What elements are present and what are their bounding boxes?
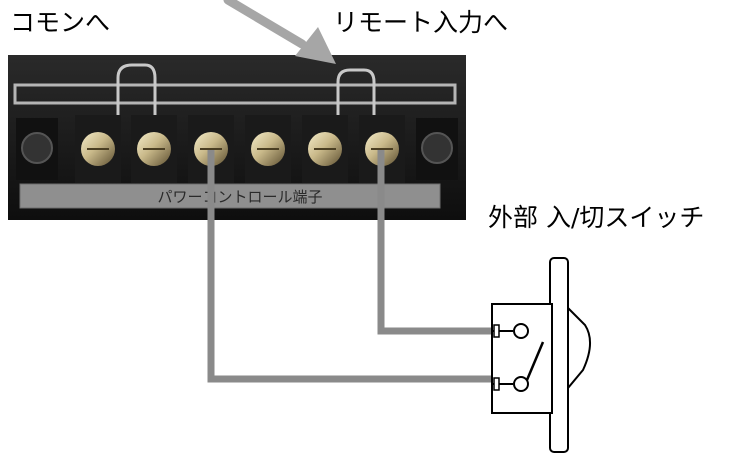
switch-contact-lower <box>513 376 529 392</box>
terminal-screw <box>75 115 121 183</box>
label-external-switch: 外部 入/切スイッチ <box>488 203 705 232</box>
switch-contact-upper <box>513 323 529 339</box>
rocker-switch-icon <box>491 257 591 453</box>
wire-common <box>207 150 494 383</box>
terminal-screw <box>302 115 348 183</box>
label-common: コモンへ <box>10 8 111 37</box>
terminal-block: パワーコントロール端子 <box>8 55 466 220</box>
wires <box>207 150 494 383</box>
terminal-screws <box>16 115 458 183</box>
terminal-nameplate-text: パワーコントロール端子 <box>157 188 322 206</box>
terminal-screw <box>359 115 405 183</box>
pointer-arrow-icon <box>223 0 336 64</box>
wire-remote-input <box>377 150 494 335</box>
label-remote-input: リモート入力へ <box>333 8 509 37</box>
terminal-nameplate <box>19 183 441 209</box>
switch-body <box>491 303 553 414</box>
switch-rocker <box>567 305 591 391</box>
terminal-screw <box>131 115 177 183</box>
terminal-screw <box>16 118 58 180</box>
jumper-wire <box>116 63 157 145</box>
remote-jumper-wire <box>336 68 376 145</box>
switch-lever <box>525 341 545 381</box>
terminal-screw <box>416 118 458 180</box>
terminal-screw <box>245 115 291 183</box>
terminal-rail <box>13 83 457 105</box>
